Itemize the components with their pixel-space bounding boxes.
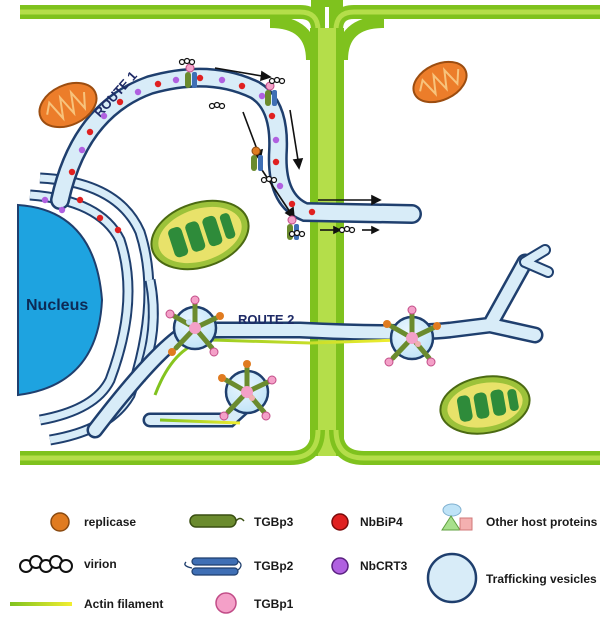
route2-label: ROUTE 2 [238, 312, 294, 327]
vesicle-3 [383, 305, 441, 367]
nucleus-label: Nucleus [26, 297, 88, 314]
legend-nbbip4: NbBiP4 [360, 515, 403, 529]
vesicle-2 [218, 360, 277, 421]
mitochondrion-left [38, 81, 98, 129]
tgbp2-icon [184, 557, 242, 576]
legend-other-host-proteins: Other host proteins [486, 515, 598, 529]
chloroplast-right [439, 375, 531, 435]
vesicle-1 [165, 295, 224, 357]
other-host-proteins-icon [441, 503, 473, 531]
nbbip4-icon [331, 513, 349, 531]
virion-icon [19, 555, 73, 573]
route1-arrows [214, 67, 382, 235]
legend-tgbp3: TGBp3 [254, 515, 294, 529]
legend-actin: Actin filament [84, 597, 163, 611]
legend-virion: virion [84, 557, 117, 571]
route1-particles [41, 74, 316, 234]
tgbp3-icon [189, 514, 245, 528]
legend: replicase virion Actin filament TGBp3 TG… [10, 503, 598, 614]
legend-replicase: replicase [84, 515, 136, 529]
replicase-icon [50, 512, 70, 532]
legend-tgbp2: TGBp2 [254, 559, 294, 573]
tgbp1-icon [215, 592, 237, 614]
legend-nbcrt3: NbCRT3 [360, 559, 408, 573]
chloroplast-left [150, 199, 250, 271]
cell-walls [20, 0, 600, 465]
actin-icon [10, 602, 72, 606]
mitochondrion-right [412, 60, 468, 104]
nbcrt3-icon [331, 557, 349, 575]
nucleus [17, 203, 104, 397]
route1-virions [178, 57, 356, 238]
trafficking-vesicle-icon [426, 552, 478, 604]
legend-tgbp1: TGBp1 [254, 597, 294, 611]
legend-trafficking-vesicles: Trafficking vesicles [486, 572, 597, 586]
